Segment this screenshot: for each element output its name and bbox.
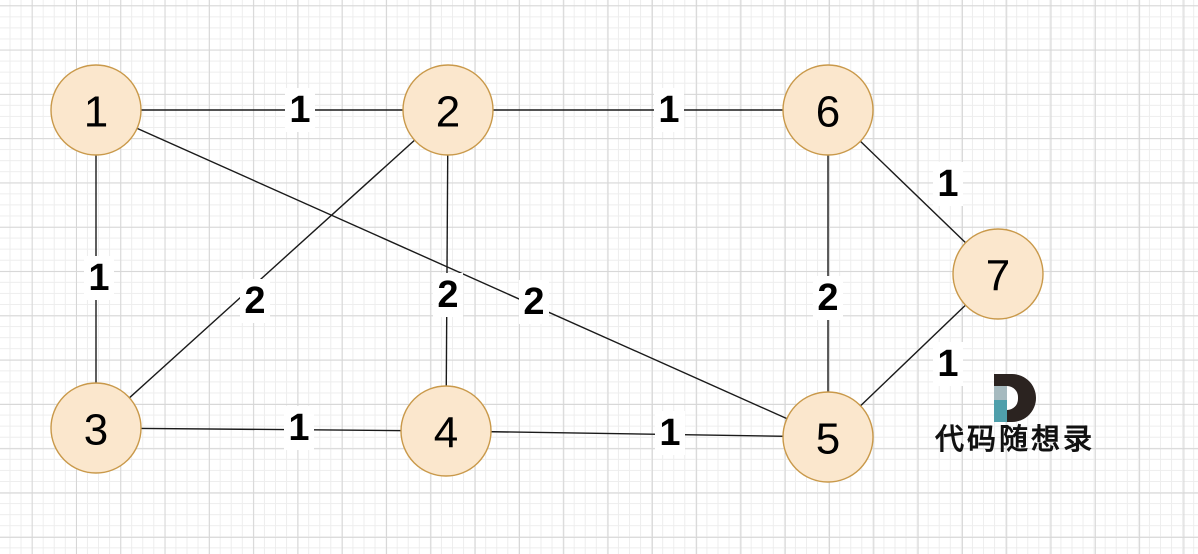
codethoughts-d-icon <box>994 374 1036 422</box>
graph-node-7 <box>952 228 1044 320</box>
edge-weight-bg-6-7 <box>933 162 963 206</box>
edge-weight-label-1-5: 2 <box>523 281 544 323</box>
edge-weight-label-5-7: 1 <box>937 343 958 385</box>
edge-2-4 <box>445 109 449 432</box>
edge-3-4 <box>95 427 447 432</box>
edge-weight-label-3-4: 1 <box>288 407 309 449</box>
edge-weight-bg-2-3 <box>240 279 270 323</box>
edge-4-5 <box>445 430 829 438</box>
graph-node-label-6: 6 <box>816 88 840 137</box>
edge-weight-label-2-3: 2 <box>244 280 265 322</box>
edge-weight-label-1-2: 1 <box>289 89 310 131</box>
graph-node-3 <box>50 382 142 474</box>
graph-node-2 <box>402 64 494 156</box>
codethoughts-logo: 代码随想录 <box>933 374 1097 457</box>
edge-weight-bg-6-5 <box>813 276 843 320</box>
edge-weight-bg-5-7 <box>933 342 963 386</box>
graph-node-4 <box>400 385 492 477</box>
edge-weight-label-1-3: 1 <box>88 257 109 299</box>
d-icon-counter <box>1007 386 1018 410</box>
graph-node-1 <box>50 64 142 156</box>
codethoughts-logo-text: 代码随想录 <box>934 424 1095 456</box>
edge-weight-bg-4-5 <box>655 411 685 455</box>
graph-node-6 <box>782 64 874 156</box>
nodes-layer: 1 2 6 7 3 4 5 <box>50 64 1044 483</box>
edge-weight-label-6-5: 2 <box>817 277 838 319</box>
edge-weight-bg-2-6 <box>654 88 684 132</box>
d-icon-light-strip <box>994 386 1007 400</box>
edge-labels-layer: 1 1 1 1 2 2 2 2 1 1 1 <box>84 88 963 455</box>
graph-node-label-2: 2 <box>436 88 460 137</box>
edge-weight-label-6-7: 1 <box>937 163 958 205</box>
edge-weight-label-4-5: 1 <box>659 412 680 454</box>
edge-weight-bg-3-4 <box>284 406 314 450</box>
edge-weight-label-2-4: 2 <box>437 274 458 316</box>
edge-weight-bg-2-4 <box>433 273 463 317</box>
graph-node-label-4: 4 <box>434 409 458 458</box>
edge-weight-bg-1-3 <box>84 256 114 300</box>
graph-node-5 <box>782 391 874 483</box>
d-icon-teal-strip <box>994 400 1007 422</box>
graph-node-label-5: 5 <box>816 415 840 464</box>
graph-node-label-1: 1 <box>84 88 108 137</box>
edges-layer <box>95 109 999 438</box>
graph-node-label-3: 3 <box>84 406 108 455</box>
graph-node-label-7: 7 <box>986 252 1010 301</box>
edge-weight-label-2-6: 1 <box>658 89 679 131</box>
edge-2-3 <box>95 109 449 429</box>
edge-weight-bg-1-2 <box>285 88 315 132</box>
edge-weight-bg-1-5 <box>519 280 549 324</box>
